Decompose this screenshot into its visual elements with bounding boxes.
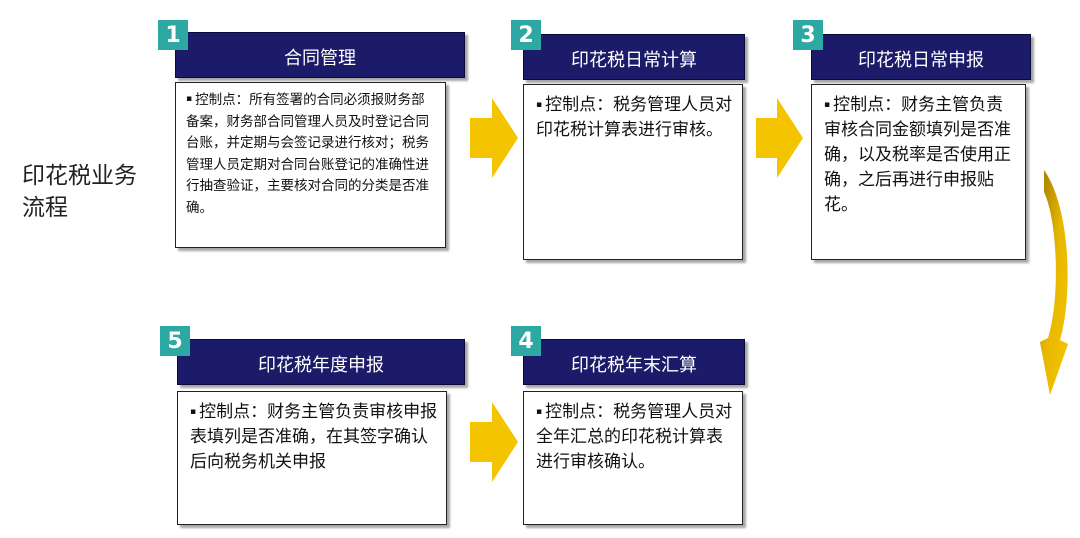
step-description: ▪控制点：税务管理人员对印花税计算表进行审核。 <box>523 84 743 260</box>
bullet-icon: ▪ <box>536 407 543 417</box>
step-text: 控制点：税务管理人员对全年汇总的印花税计算表进行审核确认。 <box>536 402 733 472</box>
step-1: 1 合同管理 ▪控制点：所有签署的合同必须报财务部备案，财务部合同管理人员及时登… <box>158 20 466 248</box>
step-badge: 4 <box>511 326 541 356</box>
step-title: 印花税年末汇算 <box>523 339 745 385</box>
step-description: ▪控制点：所有签署的合同必须报财务部备案，财务部合同管理人员及时登记合同台账，并… <box>175 82 446 248</box>
step-badge: 1 <box>158 20 188 50</box>
step-3: 3 印花税日常申报 ▪控制点：财务主管负责审核合同金额填列是否准确，以及税率是否… <box>793 20 1038 260</box>
step-badge: 3 <box>793 20 823 50</box>
arrow-1-to-2 <box>470 98 518 178</box>
step-badge: 5 <box>160 326 190 356</box>
step-description: ▪控制点：税务管理人员对全年汇总的印花税计算表进行审核确认。 <box>523 391 743 525</box>
step-description: ▪控制点：财务主管负责审核申报表填列是否准确，在其签字确认后向税务机关申报 <box>177 391 447 525</box>
step-text: 控制点：财务主管负责审核合同金额填列是否准确，以及税率是否使用正确，之后再进行申… <box>824 95 1011 215</box>
step-title: 印花税日常计算 <box>523 34 745 80</box>
step-title: 合同管理 <box>175 32 465 78</box>
step-4: 4 印花税年末汇算 ▪控制点：税务管理人员对全年汇总的印花税计算表进行审核确认。 <box>505 325 750 530</box>
process-title: 印花税业务流程 <box>22 163 137 221</box>
step-5: 5 印花税年度申报 ▪控制点：财务主管负责审核申报表填列是否准确，在其签字确认后… <box>160 325 466 530</box>
arrow-2-to-3 <box>756 98 803 178</box>
bullet-icon: ▪ <box>190 407 197 417</box>
step-text: 控制点：所有签署的合同必须报财务部备案，财务部合同管理人员及时登记合同台账，并定… <box>186 92 429 216</box>
step-description: ▪控制点：财务主管负责审核合同金额填列是否准确，以及税率是否使用正确，之后再进行… <box>811 84 1026 260</box>
step-text: 控制点：税务管理人员对印花税计算表进行审核。 <box>536 95 733 140</box>
arrow-3-to-4-curve <box>1040 170 1068 395</box>
step-2: 2 印花税日常计算 ▪控制点：税务管理人员对印花税计算表进行审核。 <box>505 20 750 260</box>
step-title: 印花税年度申报 <box>177 339 465 385</box>
bullet-icon: ▪ <box>186 94 193 104</box>
arrow-5-to-4 <box>470 402 518 482</box>
step-text: 控制点：财务主管负责审核申报表填列是否准确，在其签字确认后向税务机关申报 <box>190 402 438 472</box>
bullet-icon: ▪ <box>824 100 831 110</box>
step-badge: 2 <box>511 20 541 50</box>
step-title: 印花税日常申报 <box>811 34 1031 80</box>
bullet-icon: ▪ <box>536 100 543 110</box>
